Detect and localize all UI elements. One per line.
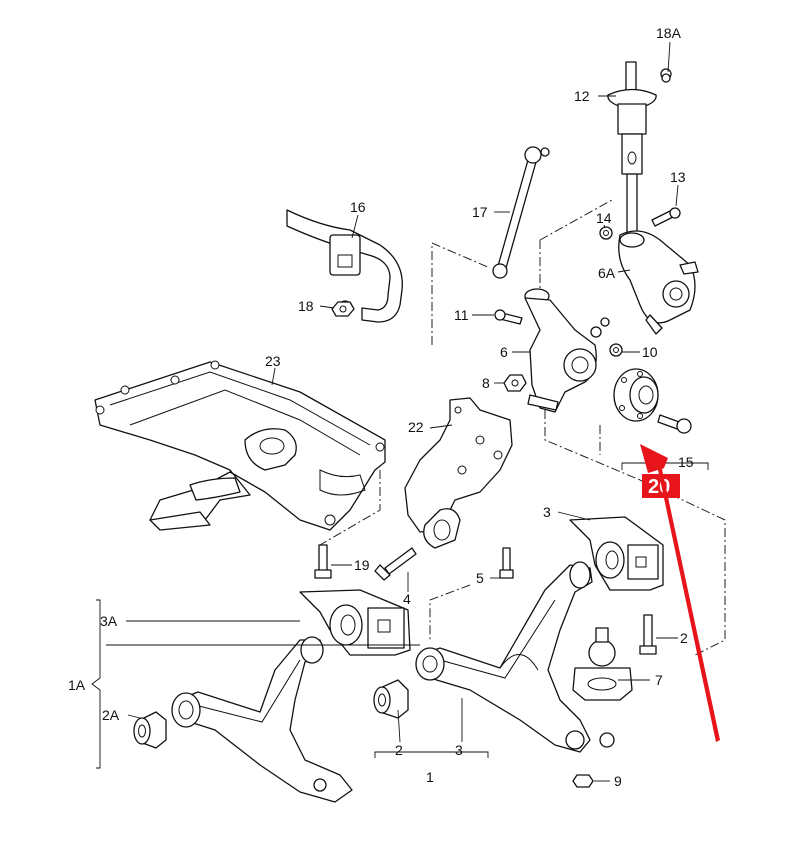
callout-3a: 3A [100, 613, 118, 629]
bushing-3a [299, 589, 411, 656]
bushing-upper [569, 516, 664, 591]
engine-mount-bracket [404, 397, 513, 549]
bushing-small-2 [373, 679, 409, 719]
callout-11: 11 [454, 307, 469, 323]
callout-3-top: 3 [543, 504, 551, 520]
strut-assembly [607, 61, 672, 255]
callout-2-bottom: 2 [395, 742, 403, 758]
control-arm-right [415, 561, 615, 753]
ball-joint [572, 627, 633, 701]
callout-2-right: 2 [680, 630, 688, 646]
wheel-hub [613, 368, 659, 422]
fasteners [314, 73, 692, 788]
control-arm-left [171, 636, 353, 803]
callout-2a: 2A [102, 707, 120, 723]
callout-18: 18 [298, 298, 314, 314]
callout-15: 15 [678, 454, 694, 470]
callout-3-bottom: 3 [455, 742, 463, 758]
callout-14: 14 [596, 210, 612, 226]
callout-5: 5 [476, 570, 484, 586]
callout-10: 10 [642, 344, 658, 360]
callout-13: 13 [670, 169, 686, 185]
callout-18a: 18A [656, 25, 682, 41]
callout-1: 1 [426, 769, 434, 785]
callout-12: 12 [574, 88, 590, 104]
callout-labels: 18A 12 17 16 13 14 6A 18 11 6 10 23 8 22… [68, 25, 694, 789]
callout-6a: 6A [598, 265, 616, 281]
callout-23: 23 [265, 353, 281, 369]
callout-7: 7 [655, 672, 663, 688]
callout-6: 6 [500, 344, 508, 360]
subframe [94, 360, 386, 531]
red-arrow-icon [640, 444, 720, 742]
leader-lines [91, 41, 709, 782]
callout-1a: 1A [68, 677, 86, 693]
highlight-annotation: 20 [640, 444, 720, 742]
callout-17: 17 [472, 204, 488, 220]
callout-16: 16 [350, 199, 366, 215]
callout-22: 22 [408, 419, 424, 435]
callout-9: 9 [614, 773, 622, 789]
callout-19: 19 [354, 557, 370, 573]
callout-8: 8 [482, 375, 490, 391]
stabilizer-link [492, 146, 550, 279]
callout-4: 4 [403, 591, 411, 607]
knuckle-upper [618, 230, 699, 335]
bushing-small-2a [133, 711, 167, 749]
steering-knuckle [524, 288, 610, 413]
